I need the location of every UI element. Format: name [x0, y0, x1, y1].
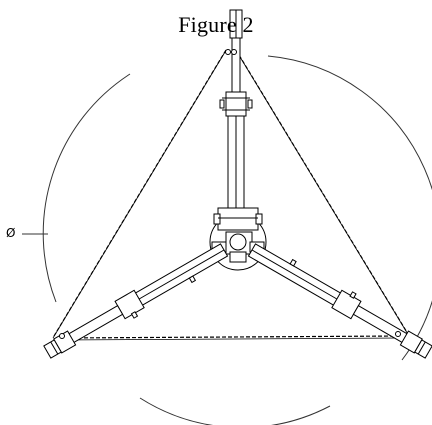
diameter-arc-bottom [139, 397, 331, 425]
chain-links [52, 51, 410, 341]
diameter-arcs [22, 55, 432, 425]
chain-bottom [59, 335, 403, 339]
diameter-arc-left [42, 73, 131, 303]
leg-lower-left [43, 243, 229, 359]
leg-top [219, 9, 253, 213]
diameter-symbol: Ø [6, 226, 16, 240]
diameter-arc-right [267, 55, 432, 361]
leg-lower-right [247, 243, 432, 359]
chain-shackles [59, 49, 401, 339]
figure-title: Figure 2 [178, 12, 254, 37]
